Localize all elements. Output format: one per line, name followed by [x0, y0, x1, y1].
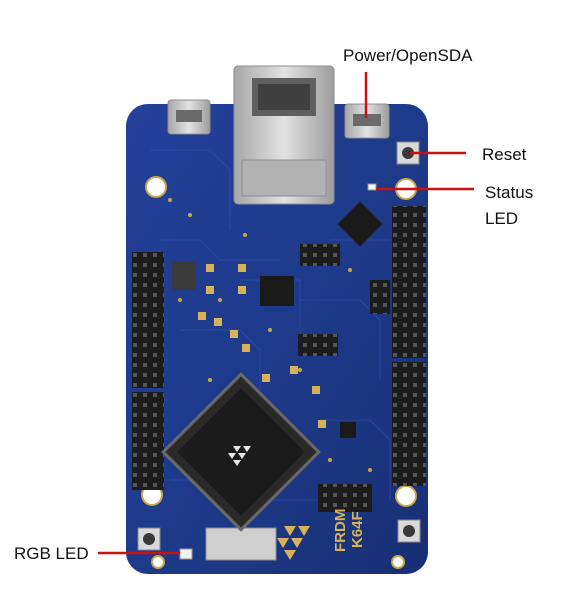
freescale-logo-icon [228, 446, 251, 466]
ic-small [340, 422, 356, 438]
callout-status-line1: Status [485, 183, 534, 202]
header-left-upper [132, 252, 164, 388]
ic-regulator [172, 262, 196, 290]
user-button-left [137, 527, 161, 551]
header-bottom [318, 484, 372, 512]
board-logo-icon [277, 526, 310, 560]
vias [168, 198, 372, 472]
test-pads [198, 264, 326, 428]
user-button-right [397, 519, 421, 543]
silk-part-label: K64F [349, 511, 366, 548]
callout-power-opensda: Power/OpenSDA [343, 46, 473, 65]
callout-reset: Reset [482, 145, 527, 164]
reset-button [396, 141, 420, 165]
header-center-2 [298, 334, 338, 356]
main-mcu [161, 372, 321, 532]
callout-lines [98, 72, 474, 555]
ic-phy [260, 276, 294, 306]
sd-card-slot [205, 527, 277, 561]
callout-status-line2: LED [485, 209, 519, 228]
silk-model-label: FRDM [332, 509, 349, 552]
header-right-lower [392, 362, 426, 486]
usb-connector-opensda [344, 103, 390, 139]
usb-connector-left [167, 99, 211, 135]
header-left-lower [132, 392, 164, 490]
header-center-1 [300, 244, 340, 266]
header-right-upper [392, 206, 426, 358]
status-led [367, 183, 377, 191]
ic-opensda [337, 201, 383, 247]
ethernet-jack [233, 65, 335, 205]
callout-rgb-led: RGB LED [14, 544, 89, 563]
jumper [370, 280, 390, 314]
rgb-led [179, 548, 193, 560]
